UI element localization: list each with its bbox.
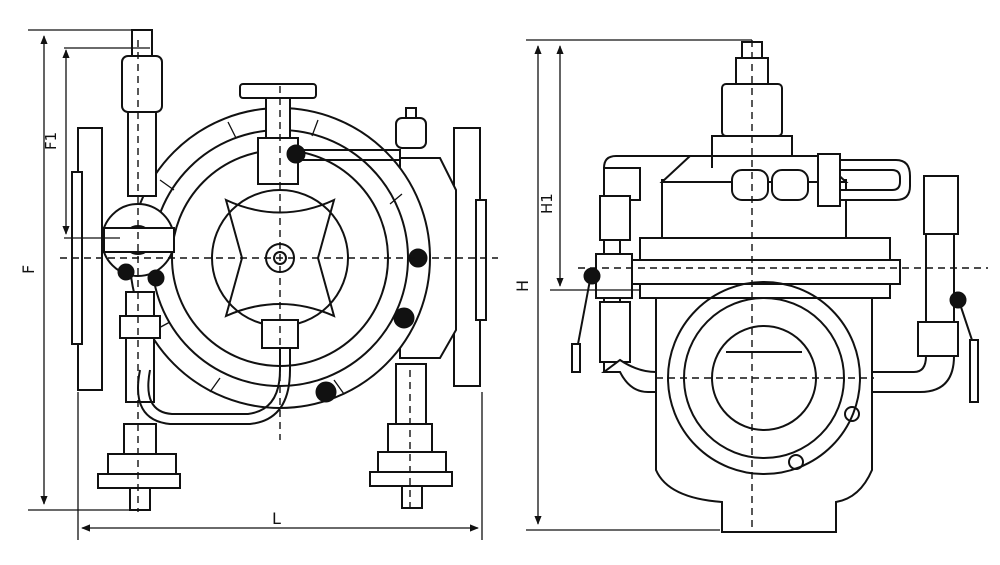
right-strainer-base	[369, 471, 453, 487]
ball-valve-knob	[583, 267, 601, 285]
body-flange	[629, 259, 901, 285]
extension-lines-L	[77, 392, 483, 540]
bonnet-lug	[731, 169, 769, 201]
cover-flange	[639, 237, 891, 261]
center-hole	[273, 251, 287, 265]
right-strainer-body	[377, 451, 447, 475]
body-bolt	[393, 307, 415, 329]
side-bolt	[844, 406, 860, 422]
left-pipe-upper	[127, 111, 157, 197]
left-strainer-neck	[123, 423, 157, 455]
ejector-cross	[103, 227, 175, 253]
left-pilot-valve	[121, 55, 163, 113]
front-view: F F1 L	[19, 29, 498, 540]
extension-lines	[28, 29, 150, 511]
tubing-fitting	[817, 153, 841, 207]
dimension-F1-label: F1	[42, 132, 60, 150]
pilot-valve-top	[395, 117, 427, 149]
body-flange-lower	[639, 283, 891, 299]
right-flange-hub	[475, 199, 487, 321]
guide-plate	[224, 198, 336, 318]
dimension-F-label: F	[19, 265, 38, 274]
top-handle	[239, 83, 317, 99]
side-body	[655, 297, 873, 533]
bonnet-lug	[771, 169, 809, 201]
dimension-H1-label: H1	[538, 193, 556, 214]
ball-valve-knob	[147, 269, 165, 287]
left-pipe-bottom-elbow	[601, 358, 657, 393]
right-pipe-elbow	[871, 355, 956, 393]
left-pipe-lower	[125, 291, 155, 403]
right-strainer-drain	[401, 485, 423, 509]
ball-valve-knob	[117, 263, 135, 281]
right-fitting	[917, 321, 959, 357]
body-bolt	[315, 381, 337, 403]
tubing-outer	[137, 340, 291, 425]
tubing-inner	[147, 340, 281, 415]
left-pilot-cap	[131, 29, 153, 57]
pilot-valve-cap	[405, 107, 417, 119]
left-fitting	[119, 315, 161, 339]
left-fitting-lower	[599, 301, 631, 363]
side-view: H H1	[513, 39, 988, 533]
side-bolt	[788, 454, 804, 470]
left-valve	[595, 253, 633, 299]
left-strainer-body	[107, 453, 177, 477]
right-pipe-down	[395, 363, 427, 427]
left-fitting-upper	[599, 195, 631, 241]
dimension-L-label: L	[272, 509, 281, 528]
right-pilot	[923, 175, 959, 235]
pilot-line-top	[300, 149, 401, 161]
valve-handle-grip	[969, 339, 979, 403]
right-pipe	[925, 233, 955, 325]
left-strainer-drain	[129, 487, 151, 511]
tubing-loop	[835, 159, 911, 201]
ball-valve-knob	[949, 291, 967, 309]
left-pipe-elbow	[603, 155, 713, 169]
valve-handle-grip	[571, 343, 581, 373]
dimension-H-label: H	[513, 280, 532, 292]
side-extension-lines	[526, 39, 752, 531]
left-strainer-base	[97, 473, 181, 489]
top-stem	[265, 97, 291, 139]
